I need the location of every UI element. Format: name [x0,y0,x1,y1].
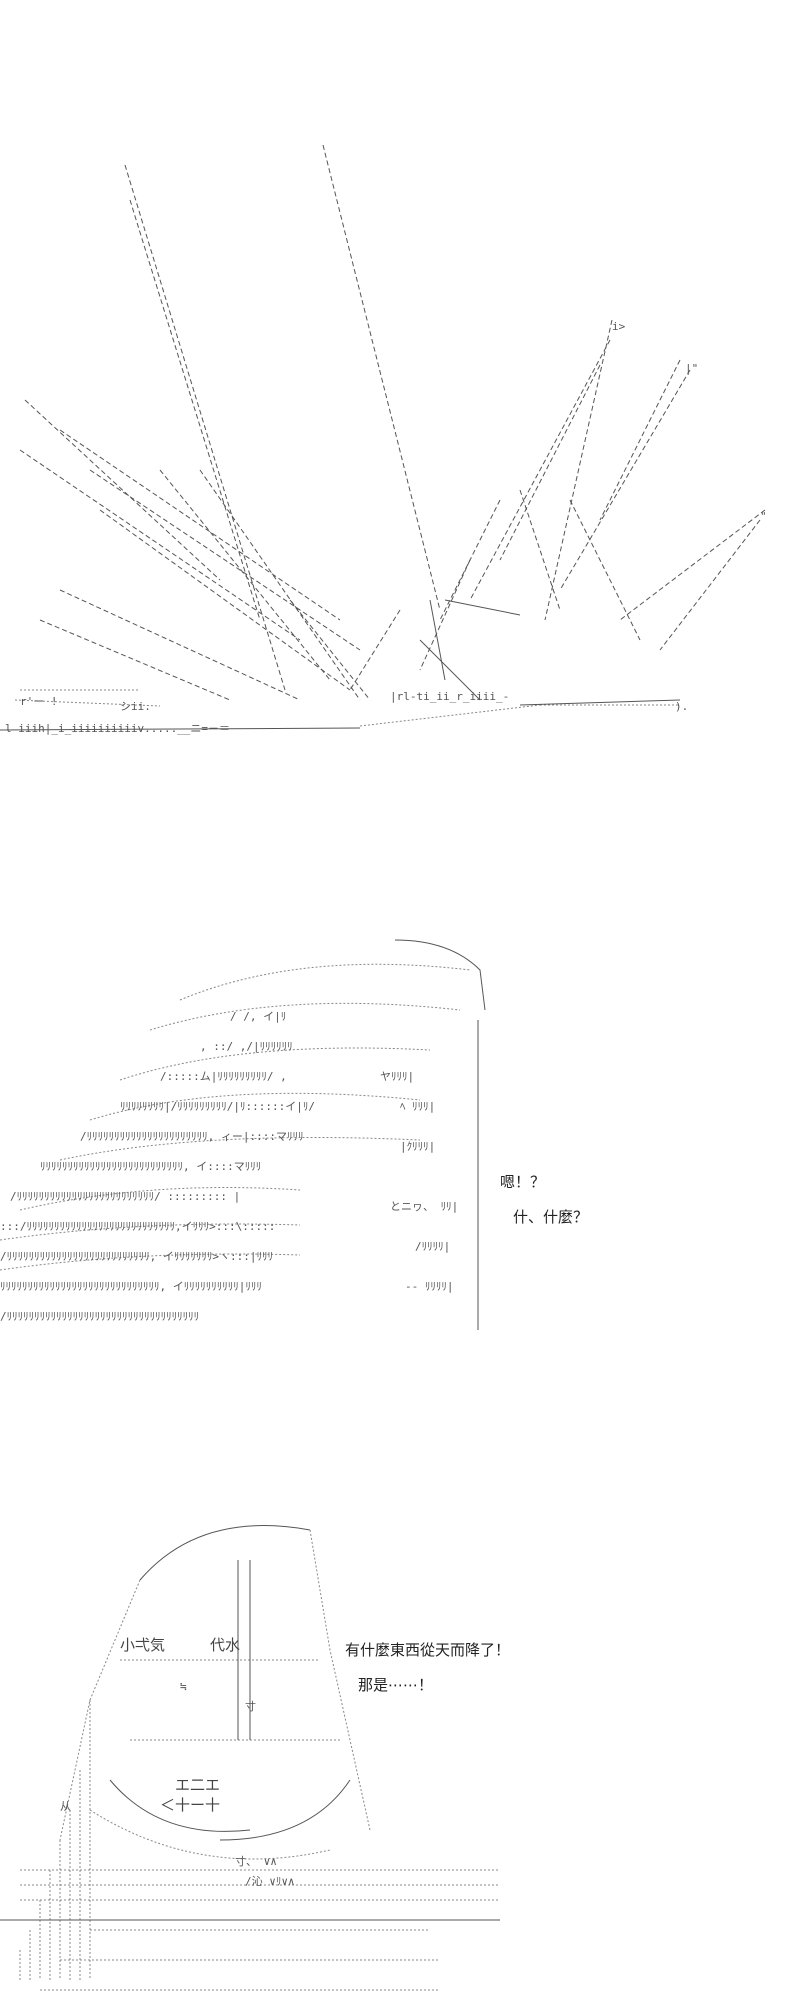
speech-line-that-is: 那是⋯⋯！ [358,1676,434,1694]
svg-text:ﾍ ﾘﾘﾘ|: ﾍ ﾘﾘﾘ| [400,1100,435,1113]
closeup-ascii-art: / /, イ|ﾘ , ::/ ,/|ﾘﾘﾘﾘﾘﾘ /:::::ム|ﾘﾘﾘﾘﾘﾘﾘ… [0,939,486,1330]
art-tag-2: 代水 [210,1636,240,1654]
svg-text::::/ﾘﾘﾘﾘﾘﾘﾘﾘﾘﾘﾘﾘﾘﾘﾘﾘﾘﾘﾘﾘﾘﾘﾘﾘﾘﾘ: :::/ﾘﾘﾘﾘﾘﾘﾘﾘﾘﾘﾘﾘﾘﾘﾘﾘﾘﾘﾘﾘﾘﾘﾘﾘﾘﾘﾘ,イﾘﾘﾘ>:::… [0,1220,275,1233]
svg-text:/ﾘﾘﾘﾘﾘﾘﾘﾘﾘﾘﾘﾘﾘﾘﾘﾘﾘﾘﾘﾘﾘﾘﾘﾘﾘ/ ::: /ﾘﾘﾘﾘﾘﾘﾘﾘﾘﾘﾘﾘﾘﾘﾘﾘﾘﾘﾘﾘﾘﾘﾘﾘﾘ/ ::::::::: | [10,1190,240,1203]
svg-text:シii.: シii. [120,700,151,713]
svg-text:|ｸﾘﾘﾘ|: |ｸﾘﾘﾘ| [400,1140,435,1153]
art-tag-1: 小弌気 [120,1636,165,1654]
svg-text:).: ). [675,700,688,713]
character-panel: 小弌気 代水 エ二エ ＜十ー十 ≒ 寸 从 寸、 ∨∧ /沁 ∨ﾘ∨∧ 有什麼東… [0,1510,792,2000]
svg-text:ﾘﾘﾘﾘﾘﾘﾘﾘﾘﾘﾘﾘﾘﾘﾘﾘﾘﾘﾘﾘﾘﾘﾘﾘﾘﾘ, イ:: ﾘﾘﾘﾘﾘﾘﾘﾘﾘﾘﾘﾘﾘﾘﾘﾘﾘﾘﾘﾘﾘﾘﾘﾘﾘﾘ, イ::::マﾘﾘﾘ [40,1160,261,1173]
svg-text:/ﾘﾘﾘﾘﾘﾘﾘﾘﾘﾘﾘﾘﾘﾘﾘﾘﾘﾘﾘﾘﾘﾘﾘﾘﾘﾘﾘﾘﾘ: /ﾘﾘﾘﾘﾘﾘﾘﾘﾘﾘﾘﾘﾘﾘﾘﾘﾘﾘﾘﾘﾘﾘﾘﾘﾘﾘﾘﾘﾘﾘﾘﾘﾘﾘﾘ [0,1310,199,1323]
explosion-panel: l iiih|_i_iiiiiiiiiiv.....__ニ=－＝ r'ー ! シ… [0,0,792,760]
art-mark-2: ＜十ー十 [160,1796,220,1814]
svg-text:, ::/ ,/|ﾘﾘﾘﾘﾘﾘ: , ::/ ,/|ﾘﾘﾘﾘﾘﾘ [200,1040,293,1053]
svg-text:ﾘﾘﾘﾘﾘﾘﾘﾘﾘﾘﾘﾘﾘﾘﾘﾘﾘﾘﾘﾘﾘﾘﾘﾘﾘﾘﾘﾘﾘ,: ﾘﾘﾘﾘﾘﾘﾘﾘﾘﾘﾘﾘﾘﾘﾘﾘﾘﾘﾘﾘﾘﾘﾘﾘﾘﾘﾘﾘﾘ, イﾘﾘﾘﾘﾘﾘﾘﾘ… [0,1280,262,1293]
speech-line-what: 什、什麼？ [513,1208,589,1226]
speech-line-falling: 有什麼東西從天而降了！ [345,1641,511,1659]
svg-text:/:::::ム|ﾘﾘﾘﾘﾘﾘﾘﾘﾘ/ ,: /:::::ム|ﾘﾘﾘﾘﾘﾘﾘﾘﾘ/ , [160,1070,287,1083]
svg-text:ﾘﾘﾘﾘﾘﾘﾘﾘ|/ﾘﾘﾘﾘﾘﾘﾘﾘﾘ/|ﾘ::::::イ|: ﾘﾘﾘﾘﾘﾘﾘﾘ|/ﾘﾘﾘﾘﾘﾘﾘﾘﾘ/|ﾘ::::::イ|ﾘ/ [120,1100,315,1113]
svg-text:/ﾘﾘﾘﾘﾘﾘﾘﾘﾘﾘﾘﾘﾘﾘﾘﾘﾘﾘﾘﾘﾘﾘﾘﾘﾘﾘ, イ: /ﾘﾘﾘﾘﾘﾘﾘﾘﾘﾘﾘﾘﾘﾘﾘﾘﾘﾘﾘﾘﾘﾘﾘﾘﾘﾘ, イﾘﾘﾘﾘﾘﾘﾘ>ヽ:… [0,1250,273,1263]
svg-text:/ﾘﾘﾘﾘﾘﾘﾘﾘﾘﾘﾘﾘﾘﾘﾘﾘﾘﾘﾘﾘﾘﾘ, ィー|::: /ﾘﾘﾘﾘﾘﾘﾘﾘﾘﾘﾘﾘﾘﾘﾘﾘﾘﾘﾘﾘﾘﾘ, ィー|::::マﾘﾘﾘ [80,1130,303,1143]
svg-text:寸、 ∨∧: 寸、 ∨∧ [235,1854,277,1868]
svg-text:-- ﾘﾘﾘﾘ|: -- ﾘﾘﾘﾘ| [405,1280,454,1293]
svg-text:r'ー !: r'ー ! [20,695,58,708]
explosion-ascii-art: l iiih|_i_iiiiiiiiiiv.....__ニ=－＝ r'ー ! シ… [0,144,767,735]
svg-text:ヤﾘﾘﾘ|: ヤﾘﾘﾘ| [380,1070,414,1083]
svg-text:/ /, イ|ﾘ: / /, イ|ﾘ [230,1010,286,1023]
closeup-panel: / /, イ|ﾘ , ::/ ,/|ﾘﾘﾘﾘﾘﾘ /:::::ム|ﾘﾘﾘﾘﾘﾘﾘ… [0,920,792,1340]
character-ascii-art: 小弌気 代水 エ二エ ＜十ー十 ≒ 寸 从 寸、 ∨∧ /沁 ∨ﾘ∨∧ [0,1525,500,1991]
svg-text:/ﾘﾘﾘﾘ|: /ﾘﾘﾘﾘ| [415,1240,450,1253]
svg-text:/沁 ∨ﾘ∨∧: /沁 ∨ﾘ∨∧ [245,1875,295,1888]
svg-text:寸: 寸 [245,1699,256,1713]
svg-text:≒: ≒ [180,1680,187,1693]
art-mark-1: エ二エ [175,1776,220,1794]
svg-text:": " [760,510,767,523]
svg-text:|rl-ti_ii_r_iiii_-: |rl-ti_ii_r_iiii_- [390,690,509,703]
speech-line-surprise: 嗯！？ [500,1173,546,1191]
svg-text:i>: i> [612,320,626,333]
svg-text:|": |" [685,362,698,375]
svg-text:l iiih|_i_iiiiiiiiiiv.....__ニ=: l iiih|_i_iiiiiiiiiiv.....__ニ=－＝ [5,722,230,735]
svg-text:从: 从 [60,1800,71,1813]
svg-text:とニヮ、 ﾘﾘ|: とニヮ、 ﾘﾘ| [390,1200,458,1213]
